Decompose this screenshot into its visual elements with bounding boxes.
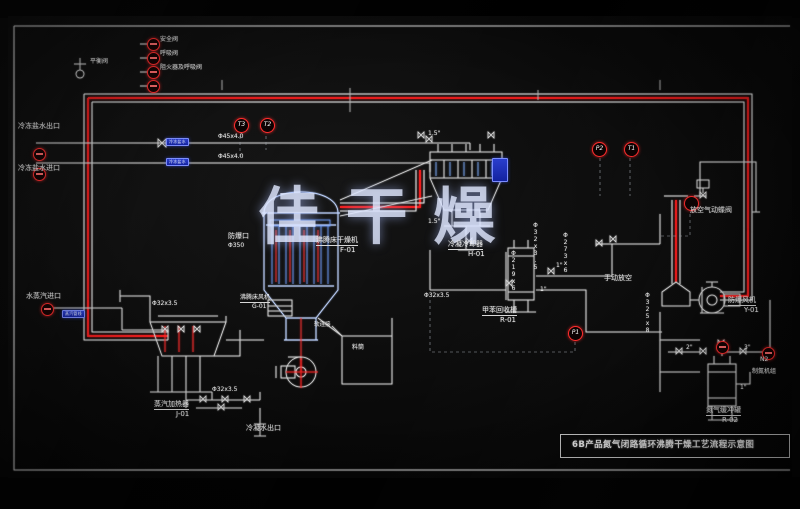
equipment-label-r01-name: 甲苯回收槽: [482, 306, 517, 316]
chilled-water-lines: [36, 142, 471, 172]
monitor-panel: [8, 16, 792, 478]
nitrogen-loop-hot: [87, 97, 749, 300]
label-condensate-outlet: 冷凝水出口: [246, 424, 281, 432]
port-marker-brine-inlet[interactable]: [33, 168, 46, 181]
valve-symbols: [157, 131, 747, 411]
pipe-spec-32-a: Φ32x3.5: [424, 292, 450, 299]
transition-duct: [339, 159, 433, 217]
marker-n2-source[interactable]: [762, 347, 775, 360]
pipe-spec-1-5-b: 1.5": [428, 218, 441, 225]
marker-breather-valve[interactable]: [147, 52, 160, 65]
marker-n2-inlet[interactable]: [716, 341, 729, 354]
equipment-label-j01-tag: J-01: [176, 410, 190, 418]
watermark: 佳 干 燥: [258, 180, 498, 253]
pipe-spec-219: Φ219x6: [510, 250, 517, 292]
material-barrel: [317, 317, 393, 385]
blower-y01: [661, 281, 741, 314]
label-breather-valve: 呼吸阀: [160, 50, 179, 57]
title-block-text: 6B产品氮气闭路循环沸腾干燥工艺流程示意图: [572, 440, 755, 450]
equipment-label-y01-name: 防爆风机: [728, 296, 756, 306]
eq-j01-name: 蒸汽加热器: [154, 400, 189, 410]
pipe-spec-325: Φ325x8: [644, 292, 651, 334]
eq-h01-name: 冷凝冷却器: [448, 240, 483, 250]
instrument-bubble-t1[interactable]: T1: [624, 142, 639, 157]
equipment-label-g01-name: 沸腾床风机: [240, 294, 271, 303]
pipe-tag-condenser: [492, 158, 508, 182]
monitor-bezel-top: [0, 0, 800, 18]
label-soft-connection: 软连接: [314, 322, 331, 328]
condenser-h01: [429, 144, 503, 251]
pipe-tag-steam: 蒸汽管线: [62, 310, 85, 318]
equipment-label-r02-tag: R-02: [722, 416, 739, 424]
pipe-spec-32-c: Φ32x3.5: [152, 300, 178, 307]
label-steam-inlet: 水蒸汽进口: [26, 292, 61, 300]
equipment-label-h01-tag: H-01: [468, 250, 485, 258]
pipe-spec-1-a: 1": [556, 262, 563, 269]
vent-stack: [694, 161, 760, 213]
label-material-barrel: 料筒: [352, 344, 365, 351]
pipe-tag-chilled-return: 冷冻盐水: [166, 158, 189, 166]
pipe-spec-3-a: 3": [744, 344, 751, 351]
instrument-bubble-vent[interactable]: [684, 196, 699, 211]
monitor-bezel-bottom: [0, 477, 800, 509]
instrument-bubble-t3[interactable]: T3: [234, 118, 249, 133]
equipment-label-r02-name: 氮气缓冲罐: [706, 406, 741, 416]
marker-flame-arrestor[interactable]: [147, 66, 160, 79]
marker-safety-valve[interactable]: [147, 38, 160, 51]
label-safety-valve: 安全阀: [160, 36, 179, 43]
eq-f01-name: 沸腾床干燥机: [316, 236, 358, 246]
label-brine-outlet: 冷冻盐水出口: [18, 122, 60, 130]
eq-r01-name: 甲苯回收槽: [482, 306, 517, 316]
pipe-spec-32-b: Φ32x3.5: [212, 386, 238, 393]
label-manual-vent: 手动放空: [604, 274, 632, 282]
signal-lines: [239, 130, 691, 353]
eq-g01-name: 沸腾床风机: [240, 294, 271, 303]
equipment-label-f01-tag: F-01: [340, 246, 356, 254]
title-block: [560, 434, 790, 458]
pipe-spec-chilled-supply: Φ45x4.0: [218, 133, 244, 140]
pipe-spec-32-d: Φ32x3.5: [532, 222, 539, 271]
label-brine-inlet: 冷冻盐水进口: [18, 164, 60, 172]
steam-line: [46, 307, 168, 331]
marker-top-extra[interactable]: [147, 80, 160, 93]
dust-bag-box: [267, 299, 293, 317]
pipe-spec-273: Φ273x6: [562, 232, 569, 274]
equipment-label-r01-tag: R-01: [500, 316, 517, 324]
equipment-label-f01-name: 沸腾床干燥机: [316, 236, 358, 246]
eq-y01-name: 防爆风机: [728, 296, 756, 306]
instrument-bubble-p1[interactable]: P1: [568, 326, 583, 341]
label-explosion-vent: 防爆口: [228, 232, 249, 240]
equipment-label-j01-name: 蒸汽加热器: [154, 400, 189, 410]
equipment-label-y01-tag: Y-01: [744, 306, 759, 314]
pipe-tag-chilled-supply: 冷冻盐水: [166, 138, 189, 146]
eq-r02-name: 氮气缓冲罐: [706, 406, 741, 416]
pipe-spec-1-5-a: 1.5": [428, 130, 441, 137]
equipment-label-h01-name: 冷凝冷却器: [448, 240, 483, 250]
filter-bags: [269, 219, 331, 284]
pipe-spec-1-c: 1": [740, 384, 747, 391]
pipe-spec-2-a: 2": [686, 344, 693, 351]
label-balance-valve: 平衡阀: [90, 58, 109, 65]
steam-heater-j01: [149, 315, 227, 393]
instrument-bubble-t2[interactable]: T2: [260, 118, 275, 133]
label-flame-arrestor: 阻火器及呼吸阀: [160, 64, 203, 71]
pipe-spec-1-b: 1": [540, 286, 547, 293]
label-n2-generator: 制氮机组: [752, 368, 777, 375]
port-marker-steam-inlet[interactable]: [41, 303, 54, 316]
label-n2-source: N2: [760, 356, 769, 363]
label-explosion-vent-size: Φ350: [228, 242, 245, 249]
instrument-bubble-p2[interactable]: P2: [592, 142, 607, 157]
equipment-label-g01-tag: G-01: [252, 303, 267, 310]
pipe-spec-chilled-return: Φ45x4.0: [218, 153, 244, 160]
label-vent-pneumatic-valve: 放空气动蝶阀: [690, 206, 732, 214]
port-marker-brine-outlet[interactable]: [33, 148, 46, 161]
